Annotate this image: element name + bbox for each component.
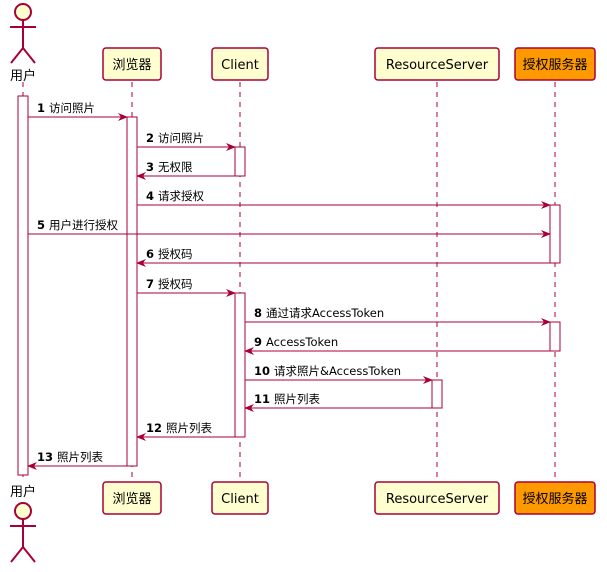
message-label: 2 访问照片 [146,131,204,145]
activation-bar-browser [126,116,138,467]
message-text: 通过请求AccessToken [266,306,384,320]
message-9: 9 AccessToken [244,335,550,355]
message-label: 5 用户进行授权 [37,218,119,232]
activation-bar-client [234,292,246,438]
message-text: 用户进行授权 [49,218,118,232]
message-text: 授权码 [158,277,193,291]
message-label: 6 授权码 [146,247,193,261]
message-label: 11 照片列表 [254,392,321,406]
message-text: AccessToken [266,335,338,349]
participant-box [514,47,596,81]
participant-label-browser: 浏览器 [112,491,151,507]
message-number: 12 [146,421,166,435]
participant-label-auth: 授权服务器 [522,491,587,507]
actor-head [14,502,32,520]
message-label: 3 无权限 [146,160,193,174]
activation-bar-resource [431,379,443,409]
message-number: 2 [146,131,158,145]
message-label: 8 通过请求AccessToken [254,306,384,320]
message-label: 13 照片列表 [37,450,104,464]
activation-bar-auth [549,321,561,352]
message-label: 7 授权码 [146,277,193,291]
participant-resource-bottom: ResourceServer [374,481,500,515]
message-label: 10 请求照片&AccessToken [254,364,401,378]
message-number: 7 [146,277,158,291]
lifelines [22,82,556,478]
participant-label-resource: ResourceServer [386,492,489,507]
message-6: 6 授权码 [136,247,550,267]
message-text: 授权码 [158,247,193,261]
participant-auth-top: 授权服务器 [514,47,596,81]
participants: 用户用户浏览器浏览器ClientClientResourceServerReso… [10,3,596,563]
participant-label-auth: 授权服务器 [522,57,587,73]
participant-label-client: Client [221,492,259,507]
message-label: 1 访问照片 [37,101,95,115]
participant-box [374,47,500,81]
participant-label-user: 用户 [10,68,36,84]
participant-browser-top: 浏览器 [102,47,162,81]
message-4: 4 请求授权 [137,189,551,209]
message-number: 13 [37,450,57,464]
message-number: 8 [254,306,266,320]
message-10: 10 请求照片&AccessToken [245,364,433,384]
participant-box [102,47,162,81]
participant-auth-bottom: 授权服务器 [514,481,596,515]
activation-bar-client [234,146,246,177]
message-text: 照片列表 [274,392,320,406]
message-11: 11 照片列表 [244,392,432,412]
message-number: 5 [37,218,49,232]
message-number: 10 [254,364,274,378]
message-text: 请求照片&AccessToken [274,364,401,378]
actor-head [14,3,32,21]
message-12: 12 照片列表 [136,421,235,441]
message-number: 4 [146,189,158,203]
message-13: 13 照片列表 [27,450,127,470]
participant-label-resource: ResourceServer [386,58,489,73]
participant-client-bottom: Client [211,481,269,515]
message-number: 11 [254,392,274,406]
participant-label-client: Client [221,58,259,73]
activation-bars [17,95,561,476]
message-text: 照片列表 [57,450,103,464]
message-label: 9 AccessToken [254,335,338,349]
participant-browser-bottom: 浏览器 [102,481,162,515]
message-text: 请求授权 [158,189,204,203]
message-3: 3 无权限 [136,160,235,180]
message-7: 7 授权码 [137,277,236,297]
participant-client-top: Client [211,47,269,81]
message-text: 访问照片 [158,131,204,145]
activation-bar-user [17,95,29,476]
participant-box [102,481,162,515]
message-number: 3 [146,160,158,174]
participant-box [514,481,596,515]
message-text: 照片列表 [166,421,212,435]
message-2: 2 访问照片 [137,131,236,151]
message-8: 8 通过请求AccessToken [245,306,551,326]
activation-bar-auth [549,204,561,264]
message-number: 9 [254,335,266,349]
message-number: 6 [146,247,158,261]
message-text: 无权限 [158,160,193,174]
message-1: 1 访问照片 [28,101,128,121]
message-label: 4 请求授权 [146,189,205,203]
participant-resource-top: ResourceServer [374,47,500,81]
participant-box [211,481,269,515]
actor-user-top: 用户 [10,3,36,84]
actor-user-bottom: 用户 [10,484,36,563]
participant-box [211,47,269,81]
message-label: 12 照片列表 [146,421,213,435]
message-text: 访问照片 [49,101,95,115]
participant-label-user: 用户 [10,484,36,500]
participant-label-browser: 浏览器 [112,57,151,73]
message-number: 1 [37,101,49,115]
message-5: 5 用户进行授权 [28,218,551,238]
participant-box [374,481,500,515]
